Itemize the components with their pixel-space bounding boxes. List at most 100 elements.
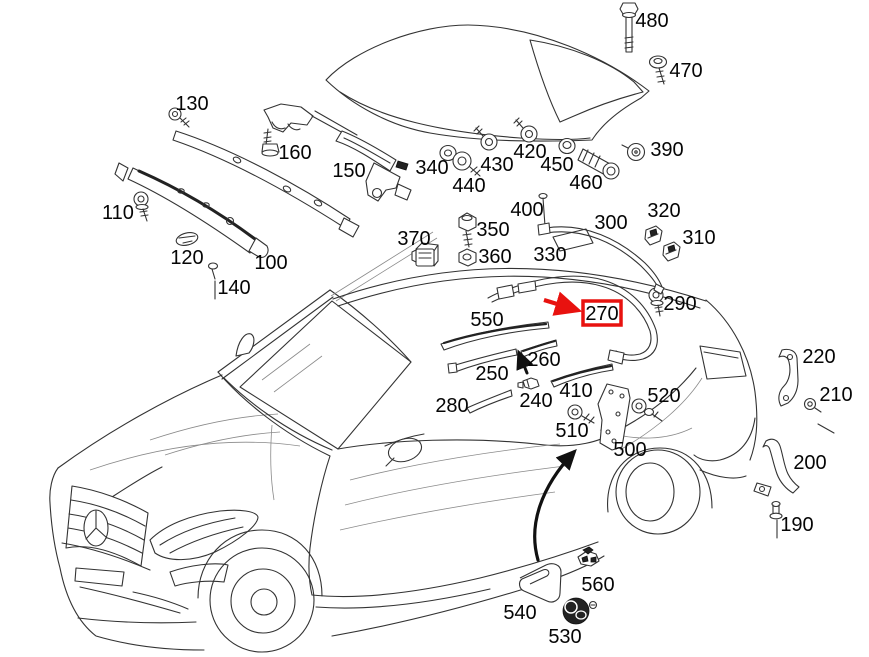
part-label-430: 430 [480, 154, 513, 176]
part-label-140: 140 [217, 277, 250, 299]
part-label-120: 120 [170, 247, 203, 269]
part-label-160: 160 [278, 142, 311, 164]
part-pin-140 [207, 262, 219, 300]
part-label-190: 190 [780, 514, 813, 536]
pointer-arrow-260 [516, 349, 534, 375]
part-bolt-160 [261, 128, 280, 157]
part-strip-280 [466, 389, 513, 414]
part-label-410: 410 [559, 380, 592, 402]
part-label-420: 420 [513, 141, 546, 163]
part-screw-470 [648, 55, 668, 85]
part-header-frame [172, 130, 360, 238]
part-label-480: 480 [635, 10, 668, 32]
part-screw-430 [473, 125, 498, 151]
part-bolt-110 [133, 191, 149, 222]
part-screw-440 [452, 151, 481, 177]
part-bolt-480 [619, 2, 639, 53]
part-clip-310 [662, 241, 681, 262]
rear-window [529, 39, 644, 123]
part-screw-420 [513, 117, 538, 143]
part-clip-120 [175, 232, 199, 246]
part-label-290: 290 [663, 293, 696, 315]
car-illustration [49, 231, 758, 653]
part-label-450: 450 [540, 154, 573, 176]
part-label-540: 540 [503, 602, 536, 624]
part-label-400: 400 [510, 199, 543, 221]
part-label-370: 370 [397, 228, 430, 250]
part-nut-360 [458, 248, 477, 267]
part-screw-210 [803, 397, 835, 434]
part-label-240: 240 [519, 390, 552, 412]
grille [65, 485, 149, 567]
rear-wheel [607, 447, 713, 535]
part-screw-510 [567, 404, 595, 424]
part-nut-450 [558, 137, 576, 155]
part-washer-340 [395, 144, 457, 171]
part-label-460: 460 [569, 172, 602, 194]
part-bracket-370 [411, 242, 439, 267]
part-label-200: 200 [793, 452, 826, 474]
taillight [699, 345, 747, 380]
part-bracket-540 [519, 563, 562, 603]
part-label-310: 310 [682, 227, 715, 249]
part-label-560: 560 [581, 574, 614, 596]
part-label-280: 280 [435, 395, 468, 417]
headlight [149, 509, 259, 587]
part-strip-550 [440, 321, 550, 351]
part-clip-560 [577, 546, 600, 567]
part-screw-190 [769, 500, 783, 539]
part-label-220: 220 [802, 346, 835, 368]
part-hinge-150 [263, 103, 412, 202]
part-plate-500 [597, 383, 631, 451]
part-screw-520 [631, 398, 663, 422]
part-clip-320 [644, 225, 663, 246]
windshield-frame [217, 289, 412, 457]
part-label-360: 360 [478, 246, 511, 268]
part-strip-300 [537, 222, 665, 295]
part-bracket-200 [753, 438, 800, 497]
highlight-callout-270: 270 [581, 299, 623, 327]
part-label-390: 390 [650, 139, 683, 161]
part-bracket-220 [778, 348, 799, 407]
roof-panel [325, 24, 650, 142]
pointer-arrow-500 [533, 448, 577, 562]
side-mirror [385, 437, 423, 467]
front-wheel [197, 529, 323, 653]
rear-body [599, 299, 758, 479]
part-bolt-350 [458, 212, 477, 248]
part-label-500: 500 [613, 439, 646, 461]
part-grommet-530 [562, 597, 598, 625]
part-label-300: 300 [594, 212, 627, 234]
part-bolt-130 [168, 107, 190, 128]
part-label-530: 530 [548, 626, 581, 648]
mercedes-star-icon [85, 510, 108, 540]
highlight-arrow [543, 291, 583, 316]
part-patch-330 [552, 228, 594, 252]
highlight-part-number: 270 [585, 303, 618, 325]
part-strip-410 [550, 363, 614, 388]
part-label-100: 100 [254, 252, 287, 274]
part-label-110: 110 [102, 202, 134, 224]
part-bolt-460 [577, 148, 620, 180]
part-label-350: 350 [476, 219, 509, 241]
part-label-510: 510 [555, 420, 588, 442]
part-label-250: 250 [475, 363, 508, 385]
part-label-330: 330 [533, 244, 566, 266]
part-label-210: 210 [819, 384, 852, 406]
highlight-box [581, 299, 623, 327]
part-label-150: 150 [332, 160, 365, 182]
part-label-470: 470 [669, 60, 702, 82]
part-label-340: 340 [415, 157, 448, 179]
part-label-520: 520 [647, 385, 680, 407]
part-seal-270 [487, 275, 658, 365]
part-cowl-panel-100 [114, 162, 269, 258]
part-label-440: 440 [452, 175, 485, 197]
part-clip-240 [517, 377, 540, 390]
mirror-mount-bump [235, 333, 255, 357]
part-label-320: 320 [647, 200, 680, 222]
part-label-260: 260 [527, 349, 560, 371]
part-screw-390 [621, 142, 646, 162]
